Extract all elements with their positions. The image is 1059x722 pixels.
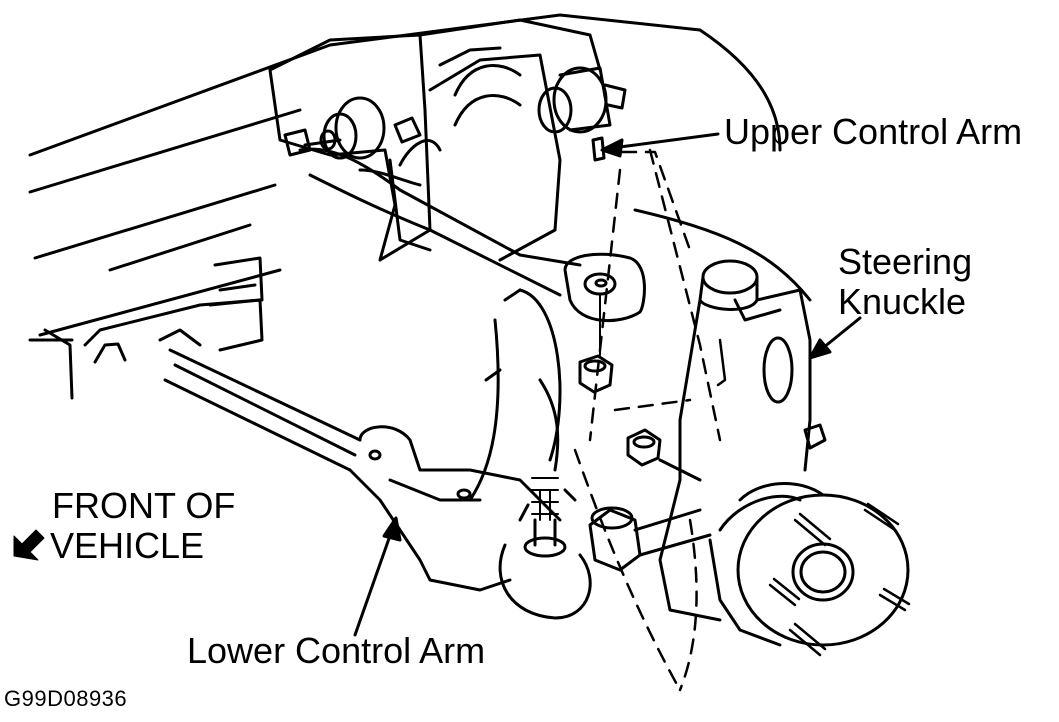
steering-knuckle-label-line2: Knuckle: [838, 281, 967, 322]
steering-knuckle-label-line1: Steering: [838, 241, 973, 282]
upper-arm-arrowhead: [600, 138, 624, 158]
lower-control-arm: [158, 256, 562, 592]
leader-arrows: [353, 132, 862, 637]
strut: [468, 288, 562, 502]
dashed-guides: [573, 148, 722, 692]
front-of-vehicle-label-line2: VEHICLE: [50, 525, 205, 566]
front-of-vehicle-label-line1: FRONT OF: [52, 485, 236, 526]
figure-code: G99D08936: [4, 686, 128, 711]
nuts: [578, 354, 662, 467]
wheel-hub: [708, 482, 911, 657]
lower-ball-joint: [498, 477, 592, 620]
wheel-studs: [768, 502, 911, 657]
lower-arm-leader: [353, 528, 394, 637]
lower-control-arm-label: Lower Control Arm: [187, 630, 486, 671]
tie-rod-end: [588, 506, 712, 572]
arrow-down-left-icon: [13, 529, 45, 561]
upper-control-arm-label: Upper Control Arm: [724, 111, 1023, 152]
upper-arm-leader: [610, 132, 720, 150]
lower-arm-arrowhead: [382, 516, 402, 542]
knuckle-arrowhead: [808, 338, 832, 360]
steering-knuckle: [658, 259, 827, 622]
upper-control-arm: [283, 66, 646, 356]
